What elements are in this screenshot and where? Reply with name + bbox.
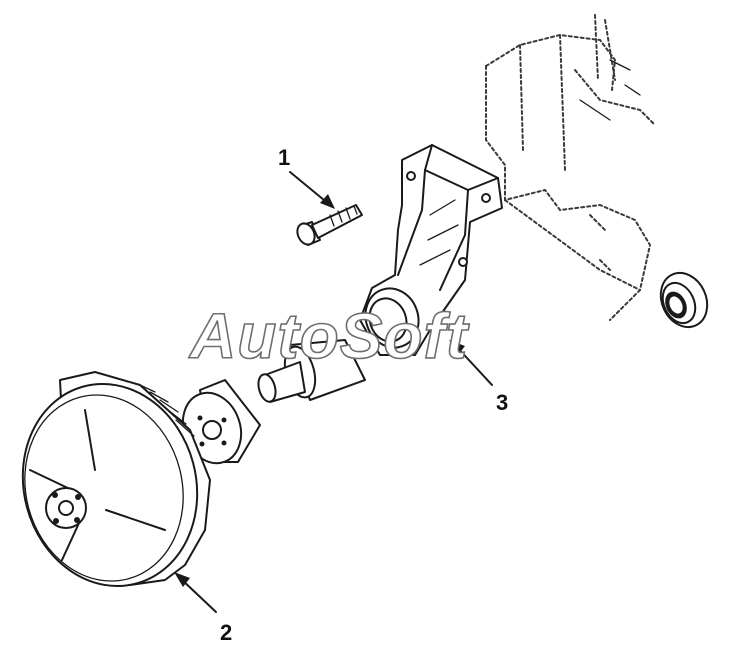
idler-bracket bbox=[359, 144, 503, 356]
seal-ring bbox=[659, 271, 709, 329]
watermark-logo: AutoSoft bbox=[188, 300, 470, 372]
callout-2: 2 bbox=[220, 620, 232, 645]
spacer-hub bbox=[181, 379, 261, 465]
engine-block-outline bbox=[485, 14, 656, 321]
callout-3: 3 bbox=[496, 390, 508, 415]
callout-1: 1 bbox=[278, 145, 290, 170]
idler-shaft bbox=[257, 339, 366, 403]
leader-arrows bbox=[174, 171, 493, 613]
mounting-bolt bbox=[296, 204, 363, 246]
pulley bbox=[21, 371, 211, 588]
